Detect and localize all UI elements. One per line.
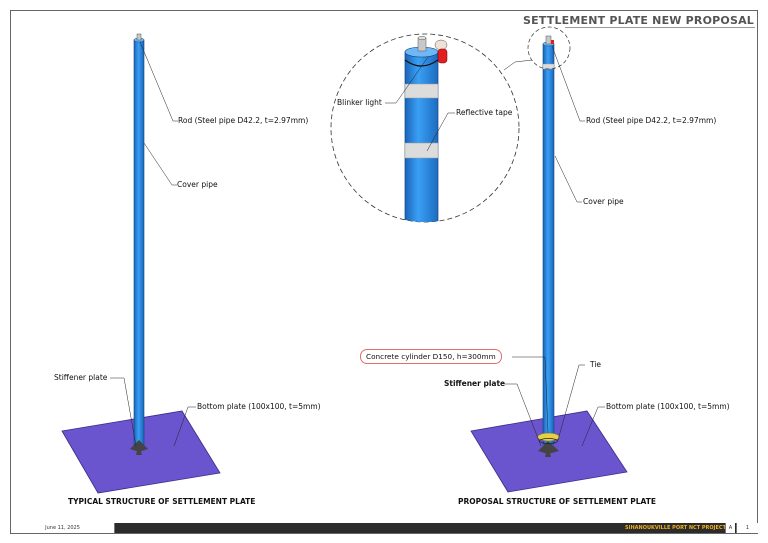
typical-settlement-plate [61,33,221,494]
stiffener-plate-label: Stiffener plate [54,373,108,382]
detail-reflective-tape-bottom [404,142,439,159]
bottom-plate-label-proposed: Bottom plate (100x100, t=5mm) [606,402,730,411]
stiffener-plates-proposed [538,441,559,457]
stiffener-plates [130,440,148,455]
proposal-structure-caption: PROPOSAL STRUCTURE OF SETTLEMENT PLATE [458,497,656,506]
tie-ring [539,438,558,444]
rod-label: Rod (Steel pipe D42.2, t=2.97mm) [178,116,309,125]
left-leaders [110,41,196,447]
bottom-plate-label: Bottom plate (100x100, t=5mm) [197,402,321,411]
cover-pipe-label-proposed: Cover pipe [583,197,624,206]
cover-pipe-proposed [542,43,555,445]
cover-pipe [133,39,145,448]
rod-tip [136,33,142,41]
footer-sheet-number: 1 [736,523,758,533]
blinker-light-label: Blinker light [337,98,382,107]
cover-pipe-label: Cover pipe [177,180,218,189]
rod-tip-proposed [545,35,552,45]
stiffener-plate-label-proposed: Stiffener plate [444,379,506,388]
detail-blinker-housing [434,39,448,51]
detail-cover-pipe [404,51,439,222]
typical-structure-caption: TYPICAL STRUCTURE OF SETTLEMENT PLATE [68,497,256,506]
title-block-bar [11,523,757,533]
rod-label-proposed: Rod (Steel pipe D42.2, t=2.97mm) [586,116,717,125]
footer-project-name: SIHANOUKVILLE PORT NCT PROJECT [625,525,726,531]
footer-date: June 11, 2025 [11,523,115,533]
detail-reflective-tape-top [404,83,439,99]
detail-view [330,33,520,223]
title-underline [565,27,755,28]
detail-leaders [385,56,533,152]
concrete-cylinder-label: Concrete cylinder D150, h=300mm [360,349,502,364]
right-leaders [505,45,605,447]
footer-revision: A [725,523,735,533]
detail-blinker-light [437,48,448,64]
reflective-tape-label: Reflective tape [456,108,513,117]
drawing-title: SETTLEMENT PLATE NEW PROPOSAL [522,14,754,27]
detail-rod [417,37,427,52]
detail-strap [404,59,439,67]
detail-reference-circle [527,26,571,70]
tie-label: Tie [590,360,602,369]
reflective-tape-top [542,63,555,70]
blinker-light-small [551,40,554,44]
sheet-border [10,10,758,534]
